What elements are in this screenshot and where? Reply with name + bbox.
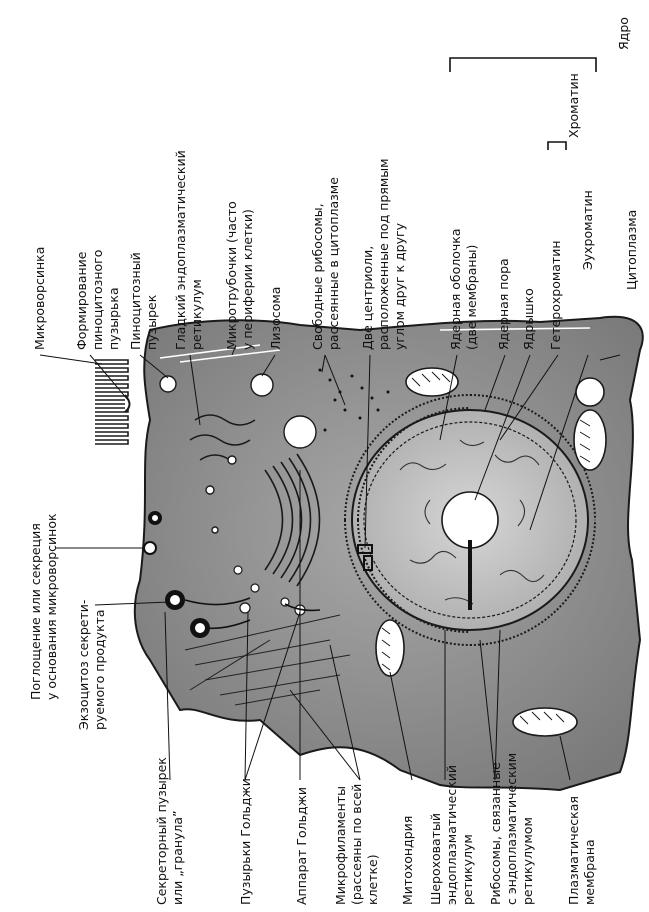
labels-top: Микроворсинка Формирование пиноцитозного… <box>32 17 639 350</box>
label-chromatin: Хроматин <box>566 73 581 138</box>
labels-left: Поглощение или секреция у основания микр… <box>28 513 107 730</box>
label-mitochondrion: Митохондрия <box>400 816 415 905</box>
label-nucleus: Ядро <box>616 17 631 50</box>
label-plasma-membrane: Плазматическая мембрана <box>566 792 597 905</box>
label-microtubules: Микротрубочки (часто у периферии клетки) <box>224 197 255 350</box>
label-golgi-vesicles: Пузырьки Гольджи <box>238 778 253 905</box>
large-vacuole <box>284 416 316 448</box>
label-golgi-apparatus: Аппарат Гольджи <box>294 787 309 905</box>
microvilli <box>95 360 128 444</box>
label-pinocytotic-vesicle: Пиноцитозный пузырек <box>128 248 159 350</box>
label-uptake-secretion: Поглощение или секреция у основания микр… <box>28 513 59 700</box>
label-pinocytotic-formation: Формирование пиноцитозного пузырька <box>74 246 121 350</box>
label-nuclear-pore: Ядерная пора <box>496 258 511 350</box>
label-nuclear-envelope: Ядерная оболочка (две мембраны) <box>448 225 479 351</box>
label-euchromatin: Эухроматин <box>580 190 595 270</box>
label-heterochromatin: Гетерохроматин <box>548 240 563 350</box>
label-nucleolus: Ядрышко <box>521 288 536 350</box>
label-smooth-er: Гладкий эндоплазматический ретикулум <box>173 146 204 350</box>
label-microfilaments: Микрофиламенты (рассеяны по всей клетке) <box>333 780 380 905</box>
nucleolus-shape <box>442 492 498 548</box>
label-exocytosis: Экзоцитоз секрети- руемого продукта <box>76 596 107 730</box>
label-microvillus: Микроворсинка <box>32 247 47 350</box>
pinocytotic-vesicle-shape <box>160 376 176 392</box>
bracket-nucleus <box>450 58 596 72</box>
label-centrioles: Две центриоли, расположенные под прямым … <box>360 154 407 350</box>
bracket-chromatin <box>548 142 566 150</box>
label-cytoplasm: Цитоплазма <box>624 210 639 290</box>
lysosome-shape <box>251 374 273 396</box>
label-lysosome: Лизосома <box>268 287 283 350</box>
label-free-ribosomes: Свободные рибосомы, рассеянные в цитопла… <box>310 177 341 350</box>
